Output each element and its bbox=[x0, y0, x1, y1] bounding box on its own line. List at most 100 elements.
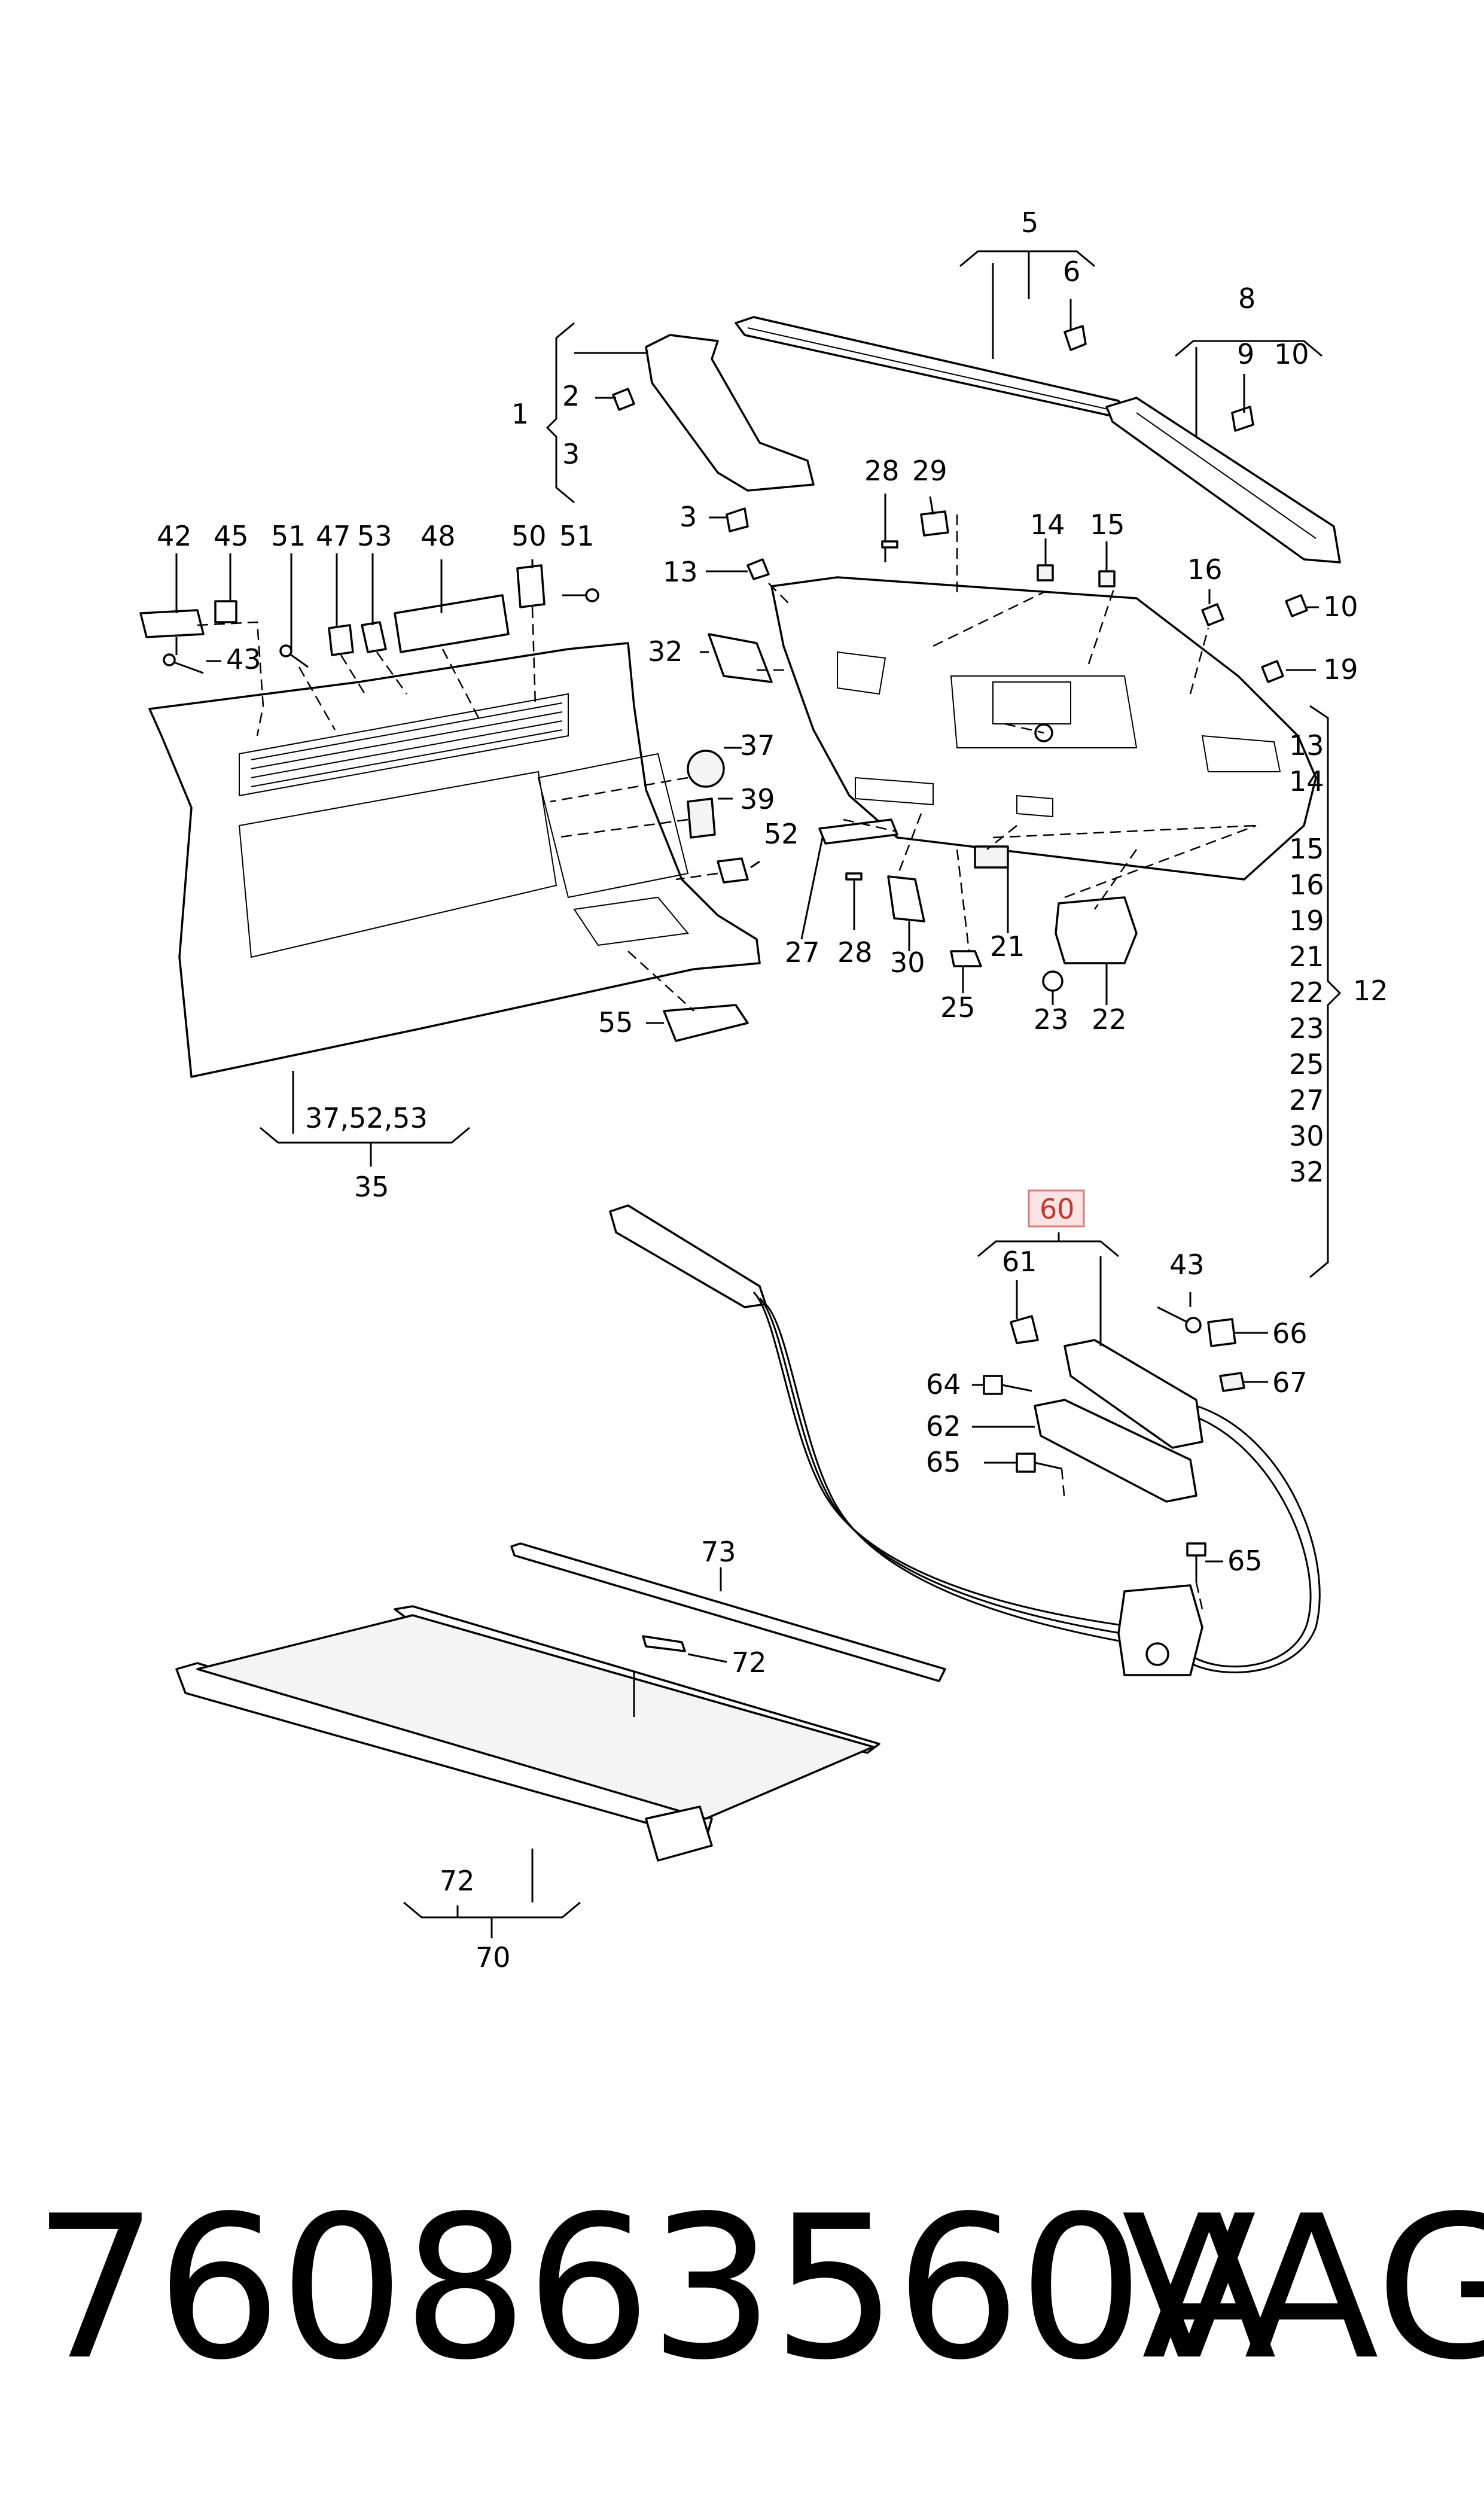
part-12-item-7: 23 bbox=[1289, 1012, 1324, 1045]
callout-43a: 43 bbox=[226, 643, 261, 675]
part-12-item-0: 13 bbox=[1289, 729, 1324, 762]
part-37-grommet bbox=[687, 750, 725, 788]
callout-45: 45 bbox=[214, 520, 249, 552]
callout-43b: 43 bbox=[1169, 1249, 1205, 1281]
brand-name: VAG bbox=[1122, 2173, 1484, 2403]
part-6-clip bbox=[1064, 325, 1087, 351]
part-67-cap bbox=[1219, 1372, 1245, 1392]
callout-65a: 65 bbox=[926, 1446, 961, 1478]
callout-21a: 21 bbox=[990, 930, 1025, 963]
callout-47: 47 bbox=[316, 520, 351, 552]
part-12-tailgate-trim bbox=[770, 576, 1317, 881]
part-12-item-1: 14 bbox=[1289, 765, 1324, 797]
part-12-item-4: 19 bbox=[1289, 905, 1324, 937]
highlight-box-part-60 bbox=[1028, 1189, 1085, 1228]
part-39-vent bbox=[687, 797, 716, 839]
callout-70: 70 bbox=[476, 1941, 511, 1974]
callout-51a: 51 bbox=[271, 520, 306, 552]
callout-64: 64 bbox=[926, 1368, 961, 1400]
part-32-cover bbox=[708, 633, 773, 683]
callout-37: 37 bbox=[740, 729, 775, 762]
callout-9: 9 bbox=[1237, 338, 1254, 370]
callout-6: 6 bbox=[1063, 255, 1080, 288]
callout-32a: 32 bbox=[648, 635, 683, 668]
callout-16a: 16 bbox=[1187, 553, 1223, 586]
callout-48: 48 bbox=[420, 520, 456, 552]
part-73-rail bbox=[510, 1542, 946, 1682]
callout-50: 50 bbox=[511, 520, 547, 552]
callout-66: 66 bbox=[1272, 1317, 1308, 1350]
part-42-bracket bbox=[139, 609, 205, 638]
part-8-d-pillar-right bbox=[1105, 397, 1341, 564]
callout-13a: 13 bbox=[663, 556, 698, 588]
part-51-screw-a bbox=[279, 644, 309, 668]
callout-72b: 72 bbox=[440, 1865, 475, 1897]
part-12-item-6: 22 bbox=[1289, 976, 1324, 1009]
callout-35: 35 bbox=[354, 1171, 389, 1203]
part-12-item-8: 25 bbox=[1289, 1048, 1324, 1080]
part-9-clip bbox=[1231, 406, 1254, 432]
part-30-cover bbox=[887, 875, 925, 922]
callout-28a: 28 bbox=[864, 455, 900, 487]
callout-23a: 23 bbox=[1034, 1003, 1069, 1036]
part-2-clip bbox=[612, 388, 635, 411]
callout-3a: 3 bbox=[562, 438, 580, 470]
callout-5: 5 bbox=[1021, 206, 1038, 239]
part-64-bolt bbox=[983, 1375, 1032, 1395]
callout-62: 62 bbox=[926, 1410, 961, 1442]
part-3-clip bbox=[726, 507, 749, 532]
part-28-screw-a bbox=[881, 540, 898, 562]
callout-42: 42 bbox=[157, 520, 192, 552]
part-43-screw-a bbox=[163, 653, 204, 674]
part-61-clip bbox=[1010, 1315, 1039, 1344]
part-35-side-trim bbox=[148, 642, 761, 1078]
callout-27a: 27 bbox=[785, 936, 820, 969]
part-27-handle bbox=[818, 818, 898, 845]
callout-73: 73 bbox=[701, 1536, 736, 1568]
part-52-clip bbox=[717, 857, 749, 884]
part-47-clip bbox=[328, 624, 354, 656]
part-15-cap bbox=[1098, 570, 1116, 587]
callout-10b: 10 bbox=[1323, 590, 1358, 623]
cable-assembly bbox=[609, 1204, 1321, 1676]
part-12-item-5: 21 bbox=[1289, 940, 1324, 973]
part-12-item-10: 30 bbox=[1289, 1120, 1324, 1152]
group-37-52-53: 37,52,53 bbox=[305, 1102, 428, 1134]
part-number: 760863560A bbox=[33, 2173, 1276, 2403]
callout-15a: 15 bbox=[1090, 509, 1125, 541]
callout-30a: 30 bbox=[890, 946, 925, 979]
callout-3b: 3 bbox=[679, 501, 697, 533]
part-22-cover bbox=[1055, 896, 1138, 964]
part-28-screw-b bbox=[845, 872, 863, 897]
part-50-clip bbox=[516, 564, 546, 608]
part-45-clip bbox=[214, 600, 237, 623]
callout-53: 53 bbox=[357, 520, 392, 552]
part-53-clip bbox=[361, 621, 387, 653]
callout-72a: 72 bbox=[732, 1646, 767, 1679]
callout-12: 12 bbox=[1353, 975, 1388, 1007]
part-25-clip bbox=[950, 950, 982, 967]
callout-52: 52 bbox=[764, 818, 799, 850]
part-12-item-3: 16 bbox=[1289, 869, 1324, 901]
callout-25a: 25 bbox=[940, 991, 976, 1024]
part-65-bolt-a bbox=[1016, 1453, 1062, 1473]
part-12-item-2: 15 bbox=[1289, 833, 1324, 865]
part-12-item-11: 32 bbox=[1289, 1156, 1324, 1188]
part-21-pad bbox=[974, 845, 1009, 869]
part-66-clip bbox=[1207, 1318, 1236, 1347]
part-51-screw-b bbox=[571, 588, 599, 602]
part-13-clip bbox=[746, 558, 770, 580]
part-10-clip-b bbox=[1285, 594, 1308, 617]
part-62-bracket bbox=[1034, 1399, 1197, 1503]
part-48-cover bbox=[394, 594, 510, 653]
callout-8: 8 bbox=[1238, 282, 1256, 315]
callout-65b: 65 bbox=[1227, 1545, 1263, 1577]
part-55-cover bbox=[663, 1004, 749, 1042]
part-23-nut bbox=[1042, 970, 1064, 992]
callout-10a: 10 bbox=[1274, 338, 1309, 370]
part-1-d-pillar-left bbox=[645, 334, 815, 492]
callout-14a: 14 bbox=[1030, 509, 1065, 541]
callout-61: 61 bbox=[1002, 1246, 1037, 1278]
callout-67: 67 bbox=[1272, 1366, 1308, 1399]
